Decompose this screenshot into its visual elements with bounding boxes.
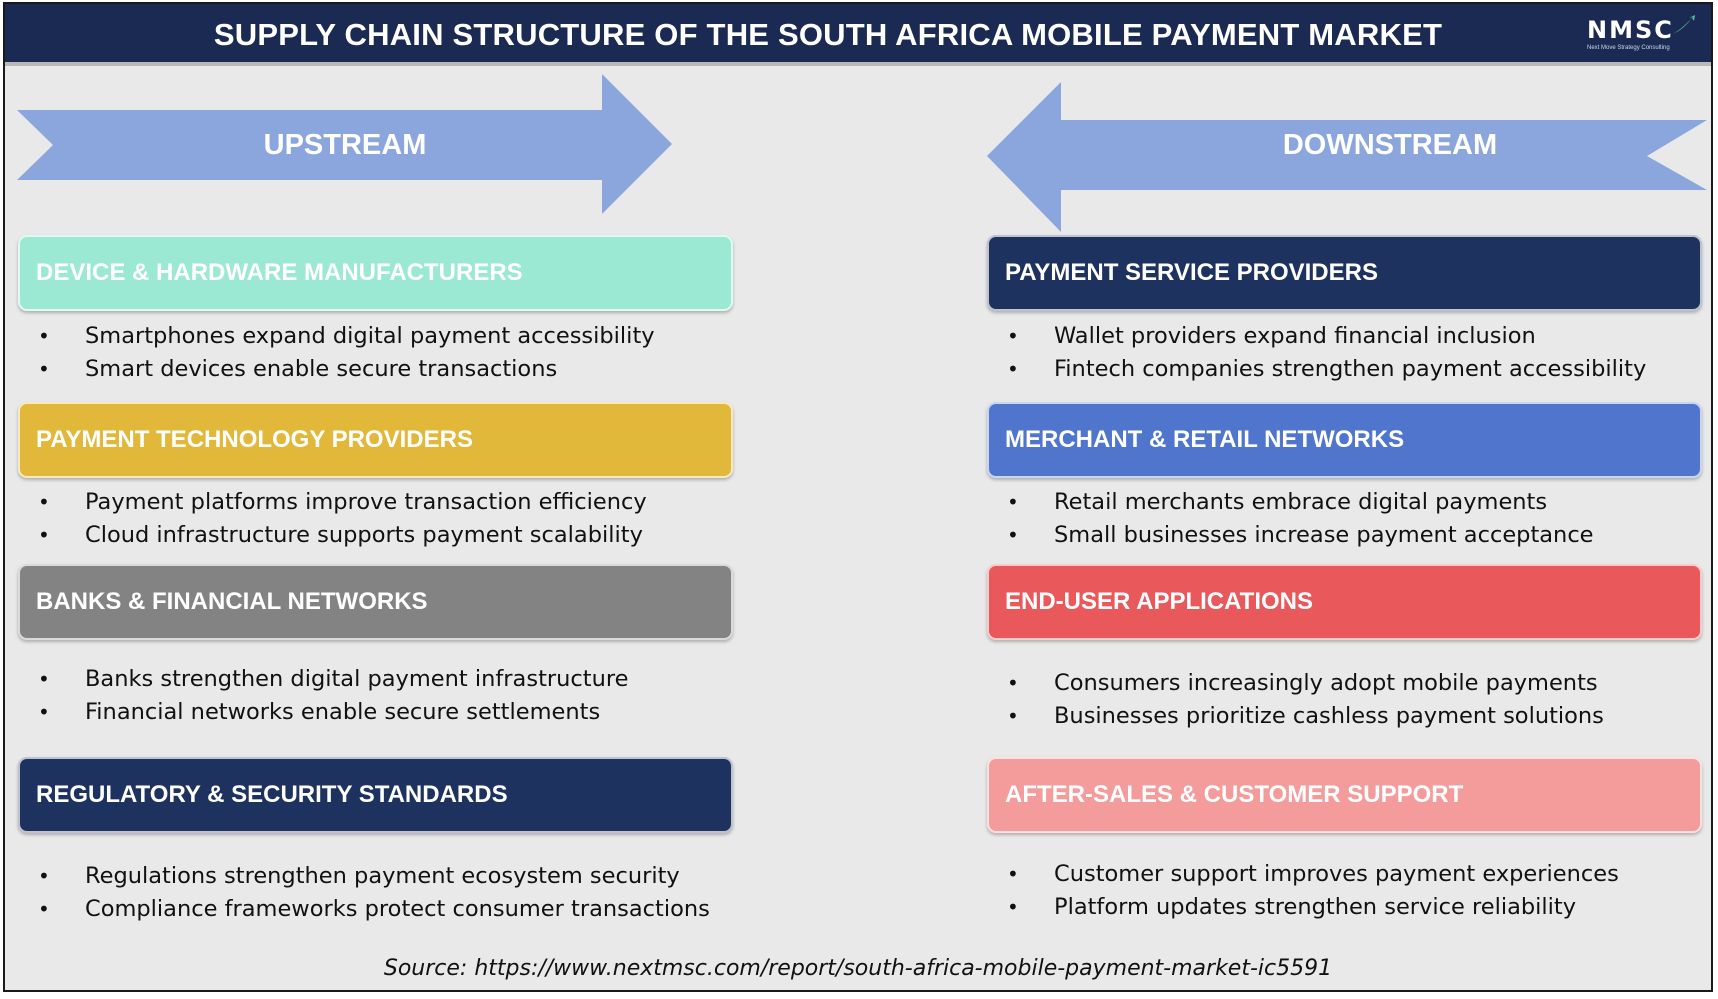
bullet-list: •Regulations strengthen payment ecosyste… <box>18 860 710 926</box>
list-item: •Banks strengthen digital payment infras… <box>38 666 629 692</box>
list-item: •Cloud infrastructure supports payment s… <box>38 522 643 548</box>
logo-tagline: Next Move Strategy Consulting <box>1587 45 1670 51</box>
list-item: •Regulations strengthen payment ecosyste… <box>38 863 680 889</box>
upstream-label: UPSTREAM <box>263 129 427 161</box>
list-item: •Platform updates strengthen service rel… <box>1007 894 1577 920</box>
category-title: DEVICE & HARDWARE MANUFACTURERS <box>36 259 523 286</box>
page-title: SUPPLY CHAIN STRUCTURE OF THE SOUTH AFRI… <box>213 17 1443 52</box>
category-payment-technology: PAYMENT TECHNOLOGY PROVIDERS <box>18 402 733 478</box>
list-item: •Retail merchants embrace digital paymen… <box>1007 489 1548 515</box>
category-payment-service-providers: PAYMENT SERVICE PROVIDERS <box>987 235 1702 311</box>
diagram-frame: SUPPLY CHAIN STRUCTURE OF THE SOUTH AFRI… <box>3 2 1713 992</box>
category-title: REGULATORY & SECURITY STANDARDS <box>36 781 508 808</box>
nmsc-logo: NMSC Next Move Strategy Consulting <box>1587 14 1697 54</box>
bullet-list: •Wallet providers expand financial inclu… <box>987 320 1646 386</box>
list-item: •Smart devices enable secure transaction… <box>38 356 558 382</box>
bullet-list: •Banks strengthen digital payment infras… <box>18 663 628 729</box>
downstream-arrow <box>987 82 1707 232</box>
list-item: •Small businesses increase payment accep… <box>1007 522 1594 548</box>
bullet-list: •Payment platforms improve transaction e… <box>18 486 647 552</box>
list-item: •Fintech companies strengthen payment ac… <box>1007 356 1647 382</box>
list-item: •Payment platforms improve transaction e… <box>38 489 647 515</box>
category-banks-financial: BANKS & FINANCIAL NETWORKS <box>18 564 733 640</box>
list-item: •Consumers increasingly adopt mobile pay… <box>1007 670 1598 696</box>
bullet-list: •Smartphones expand digital payment acce… <box>18 320 655 386</box>
category-merchant-retail: MERCHANT & RETAIL NETWORKS <box>987 402 1702 478</box>
category-end-user-applications: END-USER APPLICATIONS <box>987 564 1702 640</box>
category-regulatory-security: REGULATORY & SECURITY STANDARDS <box>18 757 733 833</box>
list-item: •Customer support improves payment exper… <box>1007 861 1619 887</box>
list-item: •Wallet providers expand financial inclu… <box>1007 323 1536 349</box>
list-item: •Compliance frameworks protect consumer … <box>38 896 710 922</box>
list-item: •Smartphones expand digital payment acce… <box>38 323 655 349</box>
upstream-arrow <box>17 74 672 214</box>
category-title: END-USER APPLICATIONS <box>1005 588 1314 615</box>
source-citation: Source: https://www.nextmsc.com/report/s… <box>383 956 1333 981</box>
category-title: MERCHANT & RETAIL NETWORKS <box>1005 426 1405 453</box>
category-title: AFTER-SALES & CUSTOMER SUPPORT <box>1005 781 1464 808</box>
bullet-list: •Customer support improves payment exper… <box>987 858 1619 924</box>
category-title: PAYMENT SERVICE PROVIDERS <box>1005 259 1378 286</box>
downstream-label: DOWNSTREAM <box>1282 129 1498 161</box>
category-after-sales-support: AFTER-SALES & CUSTOMER SUPPORT <box>987 757 1702 833</box>
category-title: PAYMENT TECHNOLOGY PROVIDERS <box>36 426 473 453</box>
bullet-list: •Consumers increasingly adopt mobile pay… <box>987 667 1604 733</box>
list-item: •Businesses prioritize cashless payment … <box>1007 703 1604 729</box>
list-item: •Financial networks enable secure settle… <box>38 699 601 725</box>
bullet-list: •Retail merchants embrace digital paymen… <box>987 486 1594 552</box>
logo-swoosh-icon <box>1673 15 1695 34</box>
logo-wordmark: NMSC <box>1587 16 1674 44</box>
category-title: BANKS & FINANCIAL NETWORKS <box>36 588 428 615</box>
title-banner: SUPPLY CHAIN STRUCTURE OF THE SOUTH AFRI… <box>5 4 1711 66</box>
category-device-hardware: DEVICE & HARDWARE MANUFACTURERS <box>18 235 733 311</box>
